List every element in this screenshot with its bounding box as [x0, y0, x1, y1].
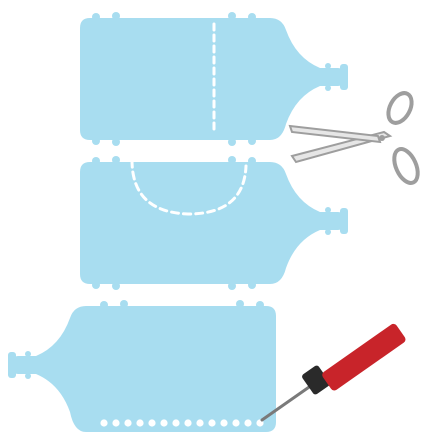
screwdriver-icon [262, 322, 407, 420]
bottle-step-3 [8, 300, 276, 432]
bottle-cap [340, 64, 348, 90]
bottle-step-1 [80, 12, 348, 146]
bottle-body [80, 18, 342, 140]
bottle-body [14, 306, 276, 432]
bottle-body [80, 162, 342, 284]
bottle-cap [340, 208, 348, 234]
bottle-cap [8, 352, 16, 378]
scissors-icon [290, 89, 422, 186]
bottle-step-2 [80, 156, 348, 290]
